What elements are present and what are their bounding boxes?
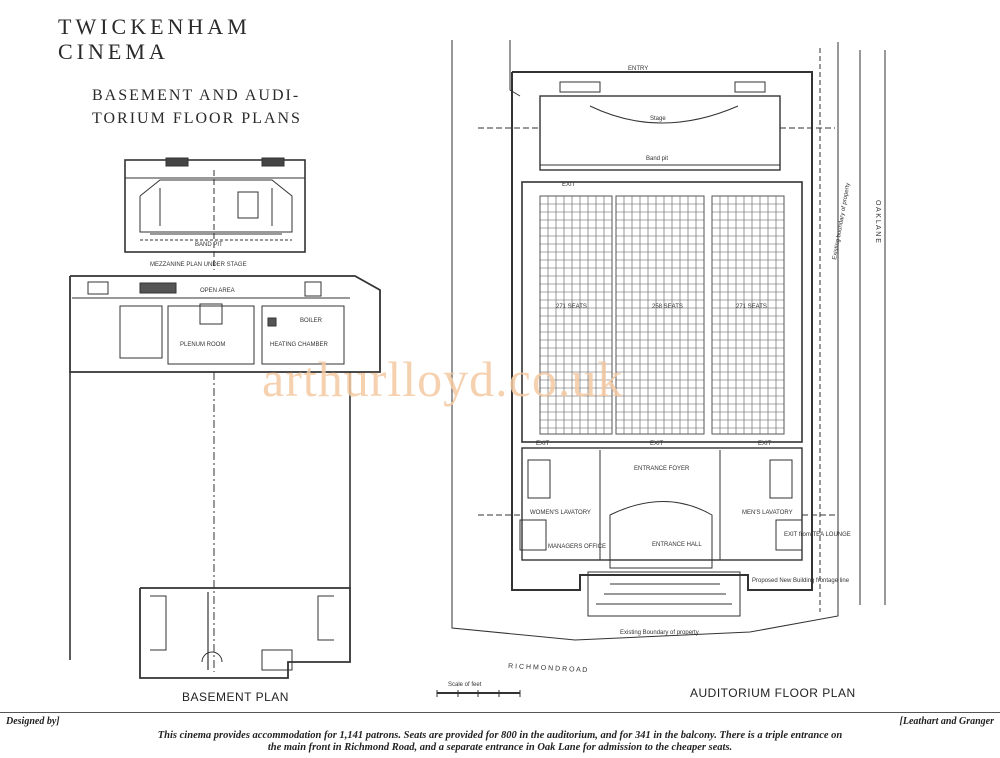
proposed-building-label: Proposed New Building frontage line	[752, 578, 850, 584]
seats-centre-label: 258 SEATS	[652, 304, 683, 310]
entry-label: ENTRY	[628, 66, 648, 72]
architects: [Leathart and Granger	[899, 716, 994, 727]
heating-chamber-label: HEATING CHAMBER	[270, 342, 329, 348]
auditorium-plan-label: AUDITORIUM FLOOR PLAN	[690, 686, 856, 700]
mezzanine-plan	[124, 157, 306, 270]
title-block: TWICKENHAM CINEMA	[58, 14, 251, 64]
subtitle-line-2: TORIUM FLOOR PLANS	[92, 110, 302, 127]
scale-label: Scale of feet	[448, 682, 482, 688]
entrance-foyer-label: ENTRANCE FOYER	[634, 466, 690, 472]
exit-label-rear-centre: EXIT	[650, 441, 664, 447]
title-line-2: CINEMA	[58, 39, 169, 64]
basement-plan	[69, 275, 381, 679]
seats-left-label: 271 SEATS	[556, 304, 587, 310]
managers-office-label: MANAGERS OFFICE	[548, 544, 606, 550]
boiler-label: BOILER	[300, 318, 323, 324]
mezzanine-label: MEZZANINE PLAN UNDER STAGE	[150, 262, 247, 268]
auditorium-plan	[436, 40, 886, 697]
open-area-label: OPEN AREA	[200, 288, 235, 294]
caption: This cinema provides accommodation for 1…	[60, 730, 940, 754]
oak-lane-label: O A K L A N E	[874, 200, 881, 243]
richmond-road-label: R I C H M O N D R O A D	[508, 663, 588, 674]
seat-block	[539, 195, 613, 435]
footer-rule	[0, 712, 1000, 713]
floor-plan-drawing: MEZZANINE PLAN UNDER STAGE BAND PIT OPEN…	[69, 40, 886, 697]
caption-line-1: This cinema provides accommodation for 1…	[157, 730, 843, 741]
caption-line-2: the main front in Richmond Road, and a s…	[267, 742, 733, 753]
ladies-lav-label: WOMEN'S LAVATORY	[530, 510, 591, 516]
band-pit-upper-label: Band pit	[646, 156, 668, 162]
stage-label: Stage	[650, 116, 666, 122]
exit-label-rear-right: EXIT	[758, 441, 772, 447]
seat-block	[615, 195, 705, 435]
watermark: arthurlloyd.co.uk	[262, 351, 624, 407]
designed-by: Designed by]	[6, 716, 60, 727]
band-pit-label: BAND PIT	[195, 242, 223, 248]
subtitle-block: BASEMENT AND AUDI- TORIUM FLOOR PLANS	[92, 84, 302, 130]
mens-lav-label: MEN'S LAVATORY	[742, 510, 793, 516]
basement-plan-label: BASEMENT PLAN	[182, 690, 289, 704]
tea-lounge-label: EXIT from TEA LOUNGE	[784, 532, 851, 538]
subtitle-line-1: BASEMENT AND AUDI-	[92, 87, 301, 104]
existing-boundary-label: Existing Boundary of property	[620, 630, 699, 636]
seats-right-label: 271 SEATS	[736, 304, 767, 310]
exit-label-stage: EXIT	[562, 182, 576, 188]
seat-grids	[539, 195, 785, 435]
boundary-side-label: Existing boundary of property	[832, 182, 851, 260]
exit-label-rear-left: EXIT	[536, 441, 550, 447]
title-line-1: TWICKENHAM	[58, 14, 251, 39]
seat-block	[711, 195, 785, 435]
entrance-hall-label: ENTRANCE HALL	[652, 542, 702, 548]
plenum-room-label: PLENUM ROOM	[180, 342, 225, 348]
